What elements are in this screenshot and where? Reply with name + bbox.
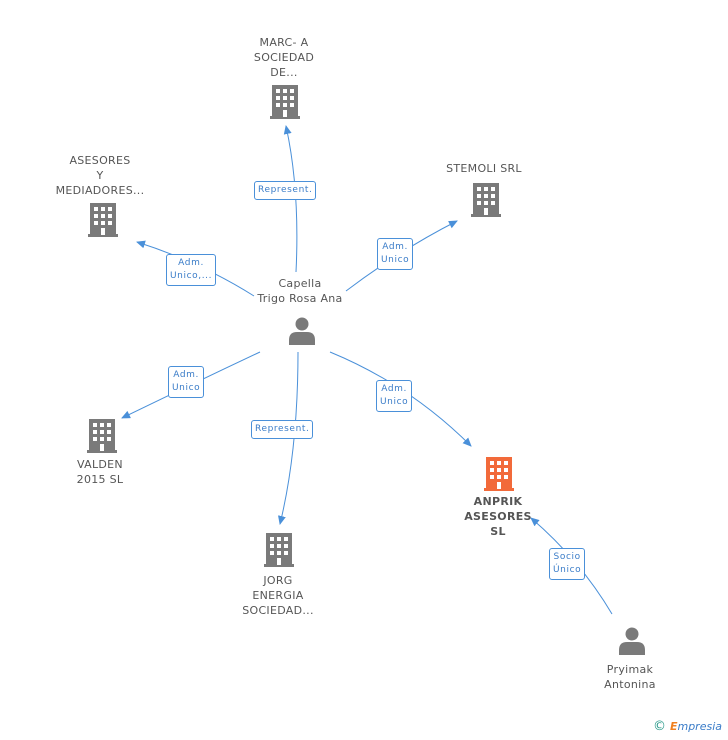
person-icon[interactable]: [287, 316, 317, 346]
node-anprik-label[interactable]: ANPRIK ASESORES SL: [450, 494, 546, 539]
edge-label-text: Represent.: [255, 424, 310, 434]
node-label-line: VALDEN: [77, 458, 123, 471]
edge-label-text: Unico: [380, 397, 409, 407]
node-label-line: JORG: [263, 574, 293, 587]
edge-label-text: Único: [553, 565, 582, 575]
node-label-line: ASESORES: [464, 510, 532, 523]
node-label-line: Trigo Rosa Ana: [257, 292, 343, 305]
node-label-line: MEDIADORES...: [55, 184, 145, 197]
focus-building-icon[interactable]: [484, 456, 516, 492]
node-marc-label[interactable]: MARC- A SOCIEDAD DE...: [236, 35, 332, 80]
node-label-line: Antonina: [604, 678, 656, 691]
building-icon[interactable]: [88, 202, 120, 238]
edge-label-text: Unico: [172, 383, 201, 393]
node-label-line: Capella: [278, 277, 322, 290]
node-label-line: SOCIEDAD: [253, 51, 315, 64]
edge-label-adm-unico[interactable]: Adm. Unico: [168, 366, 205, 398]
building-icon[interactable]: [264, 532, 296, 568]
node-label-line: SOCIEDAD...: [242, 604, 314, 617]
node-valden-label[interactable]: VALDEN 2015 SL: [52, 457, 148, 487]
node-label-line: SL: [490, 525, 506, 538]
edge-label-text: Adm.: [173, 370, 199, 380]
node-label-line: Y: [96, 169, 104, 182]
node-label-line: ENERGIA: [252, 589, 304, 602]
node-label-line: 2015 SL: [76, 473, 124, 486]
node-label-line: Pryimak: [606, 663, 654, 676]
building-icon[interactable]: [270, 84, 302, 120]
edge-label-text: Unico,...: [170, 271, 213, 281]
edge-label-adm-unico[interactable]: Adm. Unico: [377, 238, 414, 270]
node-label-line: ANPRIK: [473, 495, 523, 508]
building-icon[interactable]: [87, 418, 119, 454]
edge-label-text: Unico: [381, 255, 410, 265]
node-asesores-label[interactable]: ASESORES Y MEDIADORES...: [52, 153, 148, 198]
edge-label-socio-unico[interactable]: Socio Único: [549, 548, 586, 580]
brand-footer: ©Empresia: [653, 719, 722, 734]
person-icon[interactable]: [617, 626, 647, 656]
node-pryimak-label[interactable]: Pryimak Antonina: [582, 662, 678, 692]
edge-label-text: Represent.: [258, 185, 313, 195]
node-label-line: MARC- A: [259, 36, 309, 49]
node-stemoli-label[interactable]: STEMOLI SRL: [430, 161, 538, 176]
edge-label-text: Socio: [553, 552, 581, 562]
node-label-line: DE...: [270, 66, 298, 79]
building-icon[interactable]: [471, 182, 503, 218]
edge-capella-jorg: [278, 351, 299, 525]
node-jorg-label[interactable]: JORG ENERGIA SOCIEDAD...: [230, 573, 326, 618]
edge-label-text: Adm.: [178, 258, 204, 268]
edge-label-text: Adm.: [381, 384, 407, 394]
node-label-line: STEMOLI SRL: [446, 162, 522, 175]
edge-label-represent[interactable]: Represent.: [251, 420, 314, 439]
copyright-icon: ©: [652, 719, 666, 734]
brand-name: mpresia: [677, 720, 722, 733]
edge-label-represent[interactable]: Represent.: [254, 181, 317, 200]
edge-label-adm-unico[interactable]: Adm. Unico: [376, 380, 413, 412]
edge-label-text: Adm.: [382, 242, 408, 252]
node-capella-label[interactable]: Capella Trigo Rosa Ana: [240, 276, 360, 306]
brand-initial: E: [669, 720, 678, 733]
edge-label-adm-unico[interactable]: Adm. Unico,...: [166, 254, 217, 286]
node-label-line: ASESORES: [69, 154, 131, 167]
